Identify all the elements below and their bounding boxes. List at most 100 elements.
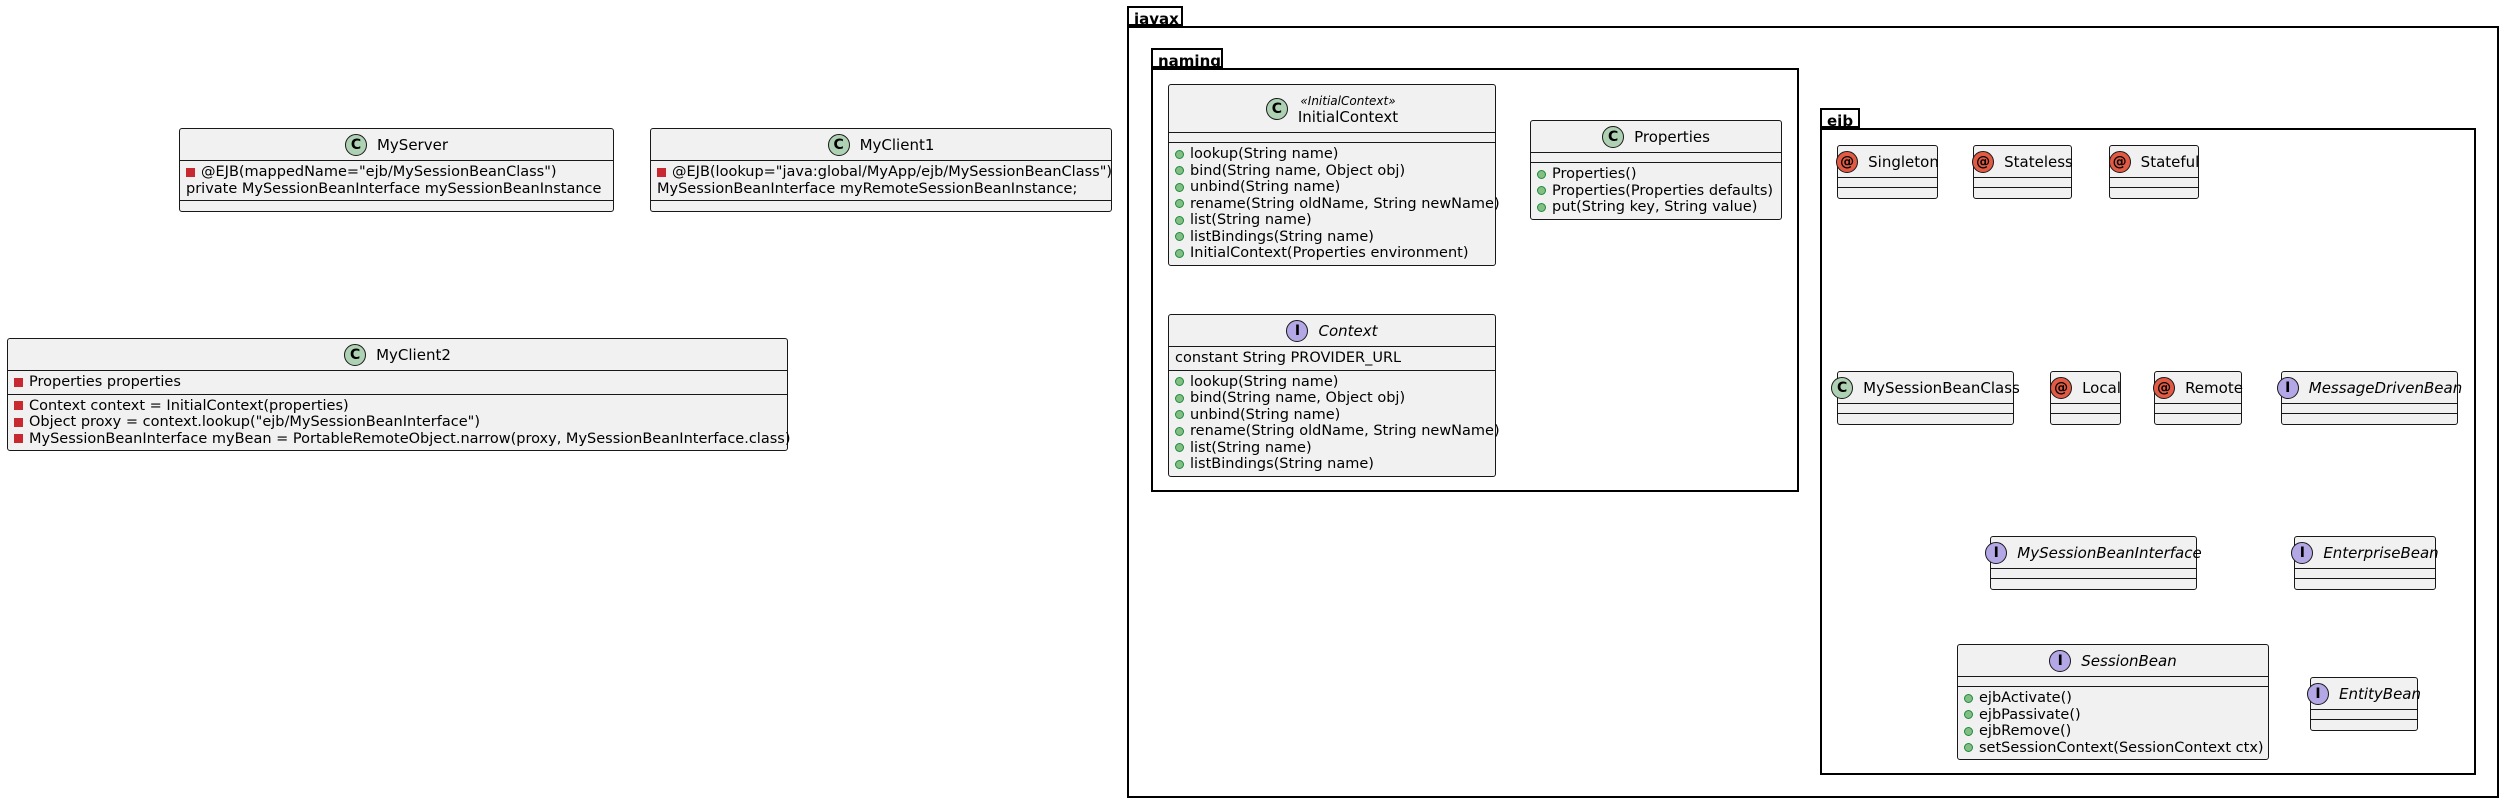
package-javax-tab: javax (1127, 6, 1183, 28)
class-name: InitialContext (1297, 107, 1399, 126)
class-name: MySessionBeanInterface (2017, 543, 2202, 562)
class-name: Stateless (2004, 152, 2073, 171)
fields-section (2311, 710, 2417, 720)
method-row: ejbPassivate() (1964, 707, 2262, 724)
class-header: @Stateful (2108, 146, 2200, 178)
methods-section (180, 201, 613, 211)
field-row: @EJB(mappedName="ejb/MySessionBeanClass"… (186, 164, 607, 181)
fields-section (1991, 569, 2196, 579)
public-visibility-icon (1175, 248, 1184, 258)
method-row: listBindings(String name) (1175, 456, 1489, 473)
interface-badge-icon: I (2276, 376, 2299, 399)
class-name: MessageDrivenBean (2308, 378, 2463, 397)
methods-section (1974, 188, 2071, 198)
fields-section (2295, 569, 2435, 579)
annotation-stateful[interactable]: @Stateful (2108, 145, 2200, 199)
annotation-local[interactable]: @Local (2050, 371, 2121, 425)
package-naming-tab: naming (1151, 48, 1223, 70)
field-row: MySessionBeanInterface myRemoteSessionBe… (657, 181, 1105, 198)
method-row: put(String key, String value) (1537, 199, 1775, 216)
method-text: put(String key, String value) (1552, 199, 1758, 215)
field-row: private MySessionBeanInterface mySession… (186, 181, 607, 198)
method-text: InitialContext(Properties environment) (1190, 245, 1469, 261)
class-initialcontext[interactable]: C «InitialContext»InitialContext lookup(St… (1168, 84, 1500, 266)
class-name: Local (2082, 378, 2121, 397)
field-row: Properties properties (14, 374, 781, 391)
method-text: lookup(String name) (1190, 146, 1339, 162)
annotation-remote[interactable]: @Remote (2153, 371, 2243, 425)
field-text: @EJB(mappedName="ejb/MySessionBeanClass"… (201, 164, 557, 180)
public-visibility-icon (1537, 169, 1546, 179)
methods-section: Context context = InitialContext(propert… (8, 395, 790, 451)
method-text: ejbPassivate() (1979, 706, 2081, 723)
stereotype-label: «InitialContext» (1300, 93, 1396, 108)
methods-section (2110, 188, 2198, 198)
interface-messagedrivenbean[interactable]: I MessageDrivenBean (2276, 371, 2462, 425)
method-text: rename(String oldName, String newName) (1190, 195, 1500, 212)
method-text: list(String name) (1190, 439, 1312, 456)
field-text: @EJB(lookup="java:global/MyApp/ejb/MySes… (672, 164, 1113, 180)
class-badge-icon: C (1602, 125, 1625, 148)
fields-section: @EJB(mappedName="ejb/MySessionBeanClass"… (180, 161, 613, 201)
fields-section: @EJB(lookup="java:global/MyApp/ejb/MySes… (651, 161, 1112, 201)
method-row: rename(String oldName, String newName) (1175, 423, 1500, 440)
class-badge-icon: C (344, 133, 367, 156)
class-name: Remote (2185, 378, 2243, 397)
method-row: listBindings(String name) (1175, 229, 1489, 246)
method-row: ejbActivate() (1964, 690, 2262, 707)
class-header: C Properties (1531, 121, 1781, 153)
method-text: ejbRemove() (1979, 723, 2072, 739)
method-text: unbind(String name) (1190, 406, 1341, 423)
method-row: MySessionBeanInterface myBean = Portable… (14, 431, 790, 448)
field-row: @EJB(lookup="java:global/MyApp/ejb/MySes… (657, 164, 1112, 181)
package-ejb-tab: ejb (1820, 108, 1860, 130)
annotation-singleton[interactable]: @Singleton (1836, 145, 1939, 199)
public-visibility-icon (1175, 182, 1184, 192)
annotation-stateless[interactable]: @Stateless (1972, 145, 2073, 199)
private-visibility-icon (657, 167, 666, 177)
method-row: unbind(String name) (1175, 179, 1489, 196)
class-name: Properties (1634, 127, 1710, 146)
class-name: Singleton (1868, 152, 1939, 171)
methods-section (2155, 414, 2241, 424)
class-name: Stateful (2140, 152, 2200, 171)
class-badge-icon: C (1265, 97, 1288, 120)
public-visibility-icon (1175, 377, 1184, 387)
field-text: private MySessionBeanInterface mySession… (186, 180, 602, 197)
methods-section (1838, 414, 2013, 424)
field-text: Properties properties (29, 374, 181, 390)
method-text: rename(String oldName, String newName) (1190, 423, 1500, 439)
interface-badge-icon: I (2291, 541, 2314, 564)
method-row: Object proxy = context.lookup("ejb/MySes… (14, 414, 781, 431)
public-visibility-icon (1175, 410, 1184, 420)
methods-section (2282, 414, 2457, 424)
methods-section: lookup(String name)bind(String name, Obj… (1169, 371, 1500, 476)
method-row: ejbRemove() (1964, 723, 2262, 740)
class-name: MySessionBeanClass (1863, 378, 2020, 397)
public-visibility-icon (1175, 459, 1184, 469)
method-text: MySessionBeanInterface myBean = Portable… (29, 430, 791, 447)
class-header: @Singleton (1836, 146, 1939, 178)
methods-section (1838, 188, 1937, 198)
public-visibility-icon (1175, 232, 1184, 242)
method-text: lookup(String name) (1190, 373, 1339, 390)
private-visibility-icon (14, 401, 23, 411)
interface-badge-icon: I (2049, 649, 2072, 672)
fields-section (2110, 178, 2198, 188)
public-visibility-icon (1175, 393, 1184, 403)
fields-section (1958, 677, 2268, 687)
